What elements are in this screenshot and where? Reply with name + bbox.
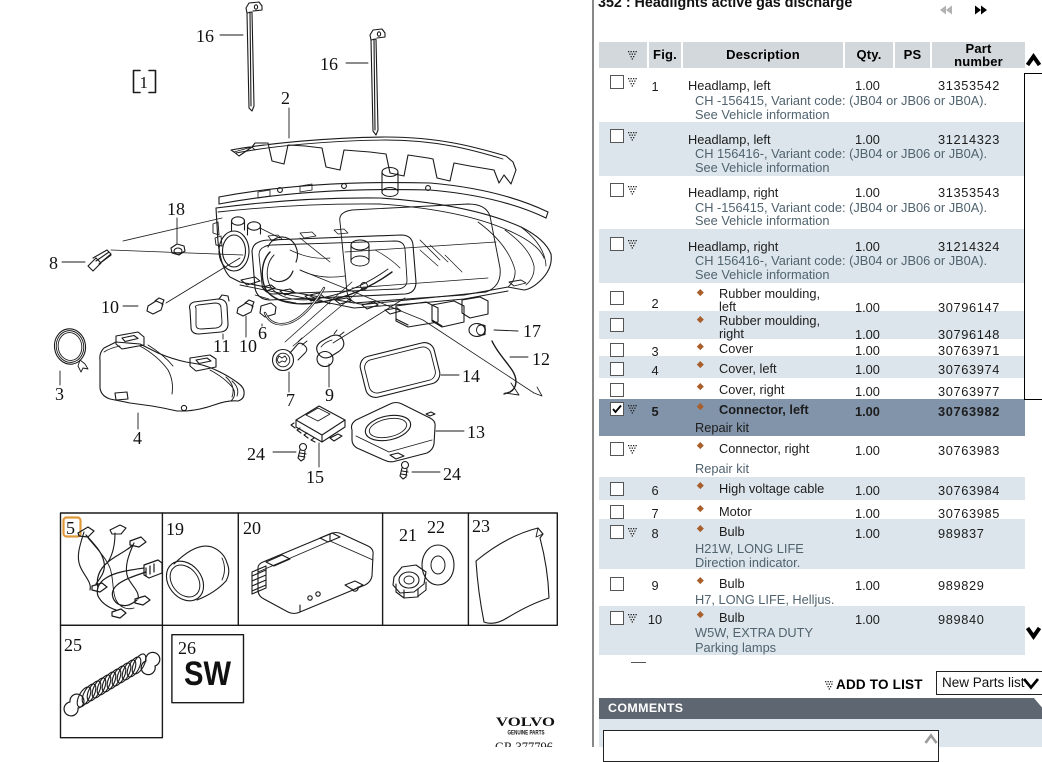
svg-text:23: 23 [472, 516, 490, 536]
svg-text:7: 7 [286, 390, 295, 410]
svg-text:24: 24 [247, 444, 265, 464]
svg-text:24: 24 [443, 464, 461, 484]
svg-text:17: 17 [523, 321, 541, 341]
svg-text:10: 10 [239, 336, 257, 356]
svg-text:VOLVO: VOLVO [496, 715, 555, 729]
svg-text:25: 25 [64, 635, 82, 655]
svg-text:13: 13 [467, 422, 485, 442]
svg-text:18: 18 [167, 199, 185, 219]
svg-text:16: 16 [320, 54, 338, 74]
svg-text:1: 1 [140, 73, 149, 92]
svg-text:GR 377796: GR 377796 [495, 740, 553, 748]
svg-text:21: 21 [399, 525, 417, 545]
svg-text:20: 20 [243, 518, 261, 538]
svg-text:12: 12 [532, 349, 550, 369]
svg-text:19: 19 [166, 519, 184, 539]
svg-text:3: 3 [55, 384, 64, 404]
svg-text:8: 8 [49, 253, 58, 273]
svg-text:9: 9 [325, 385, 334, 405]
svg-text:6: 6 [258, 323, 267, 343]
svg-text:4: 4 [133, 428, 142, 448]
svg-text:16: 16 [196, 26, 214, 46]
svg-text:10: 10 [101, 297, 119, 317]
svg-text:5: 5 [66, 518, 75, 538]
svg-text:11: 11 [213, 336, 230, 356]
svg-text:15: 15 [306, 467, 324, 487]
svg-text:26: 26 [178, 638, 196, 658]
svg-text:22: 22 [427, 517, 445, 537]
svg-text:14: 14 [462, 366, 480, 386]
svg-text:SW: SW [184, 655, 232, 693]
svg-text:GENUINE PARTS: GENUINE PARTS [508, 730, 545, 737]
svg-text:2: 2 [281, 88, 290, 108]
